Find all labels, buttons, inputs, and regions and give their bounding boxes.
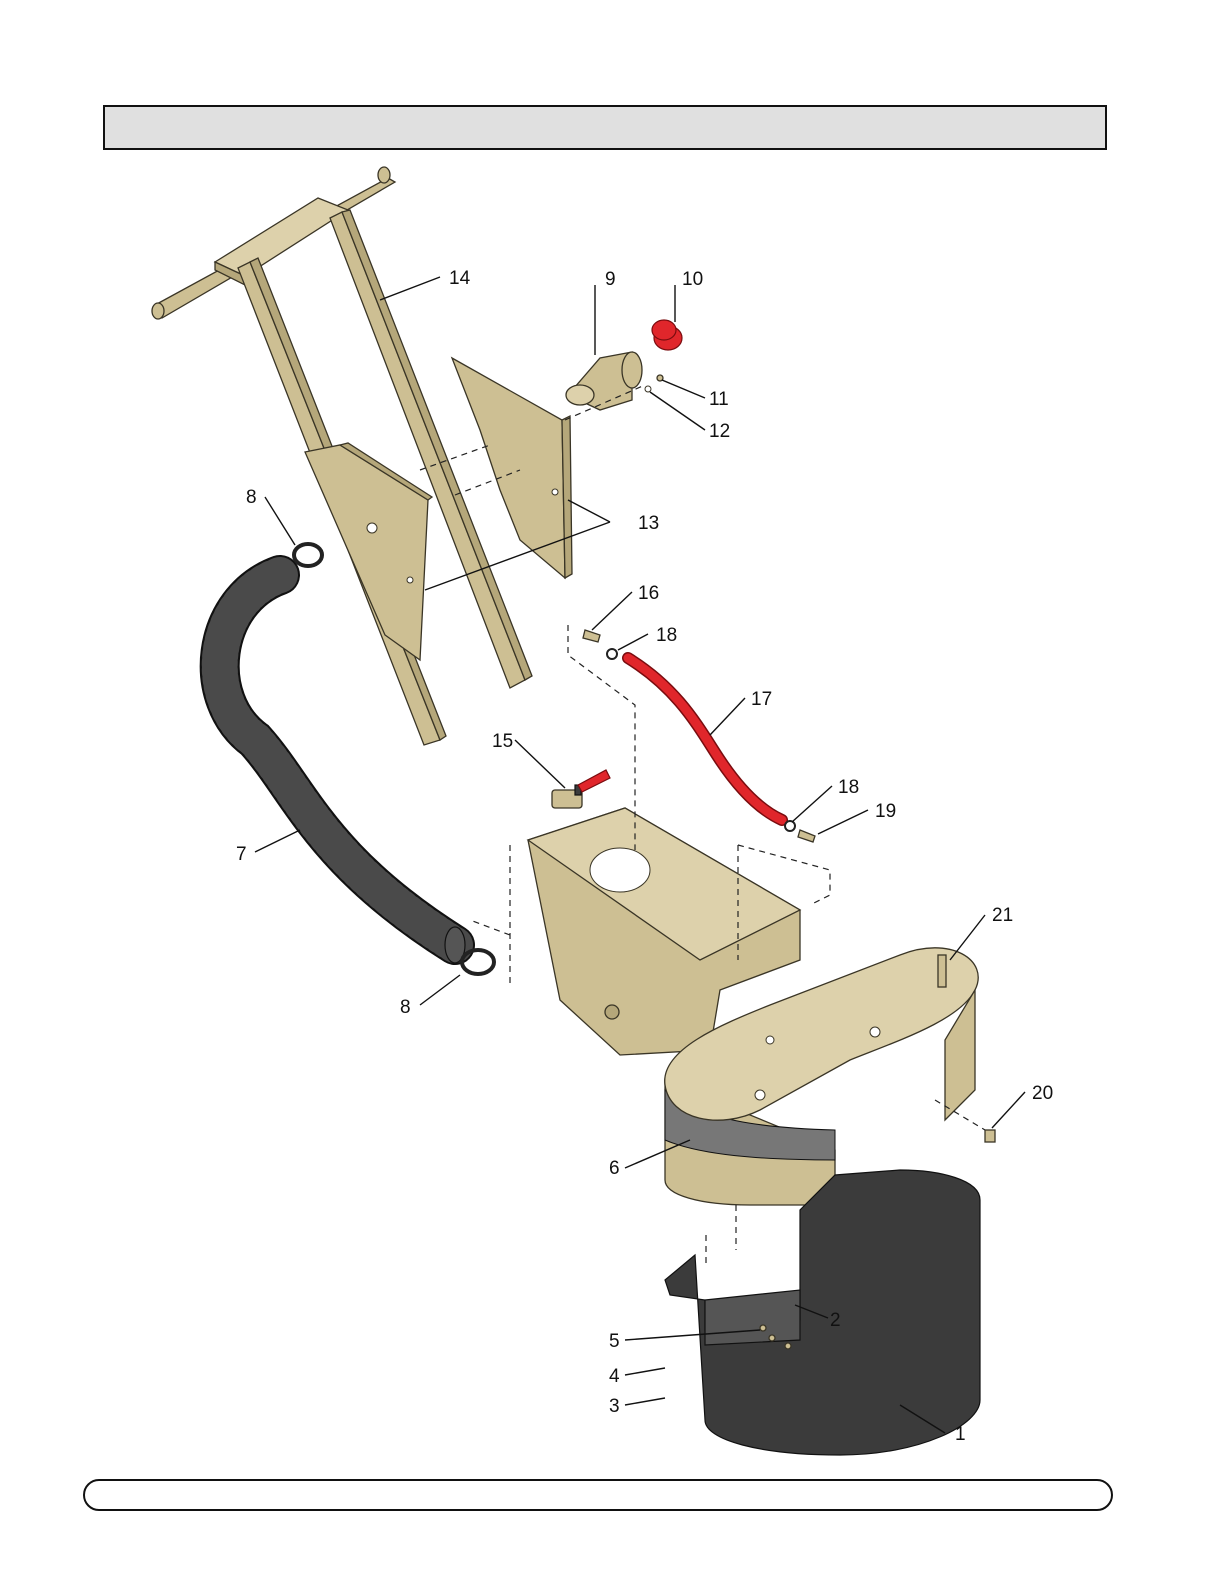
callout-6: 6 <box>609 1158 620 1179</box>
callout-8-top: 8 <box>246 487 257 508</box>
callout-18-top: 18 <box>656 625 677 646</box>
washer-12 <box>645 386 651 392</box>
callout-3: 3 <box>609 1396 620 1417</box>
hose-clamp-top <box>294 544 322 566</box>
bolt-5 <box>785 1343 791 1349</box>
callout-13: 13 <box>638 513 659 534</box>
screw-5 <box>760 1325 766 1331</box>
callout-2: 2 <box>830 1310 841 1331</box>
ball-valve <box>552 770 610 808</box>
callout-21: 21 <box>992 905 1013 926</box>
callout-15: 15 <box>492 731 513 752</box>
callout-19: 19 <box>875 801 896 822</box>
clamp-18-bottom <box>785 821 795 831</box>
barb-fitting-16 <box>583 630 600 642</box>
clamp-18-top <box>607 649 617 659</box>
callout-16: 16 <box>638 583 659 604</box>
callout-18-bottom: 18 <box>838 777 859 798</box>
red-cap <box>652 320 682 350</box>
footer-bar <box>83 1479 1113 1511</box>
nut-20 <box>985 1130 995 1142</box>
hose-clamp-bottom <box>462 950 494 974</box>
callout-20: 20 <box>1032 1083 1053 1104</box>
callout-4: 4 <box>609 1366 620 1387</box>
callout-9: 9 <box>605 269 616 290</box>
corrugated-hose <box>220 575 465 963</box>
barb-fitting-19 <box>798 830 815 842</box>
callout-10: 10 <box>682 269 703 290</box>
callout-8-bottom: 8 <box>400 997 411 1018</box>
callout-7: 7 <box>236 844 247 865</box>
callout-14: 14 <box>449 268 471 289</box>
bracket-plates <box>305 358 572 660</box>
callout-5: 5 <box>609 1331 620 1352</box>
callout-17: 17 <box>751 689 772 710</box>
callout-1: 1 <box>955 1424 966 1445</box>
dark-skirt-ring <box>665 1170 980 1455</box>
washer-5 <box>769 1335 775 1341</box>
hose-adapter <box>566 352 642 410</box>
callout-11: 11 <box>709 389 729 410</box>
callout-12: 12 <box>709 421 730 442</box>
